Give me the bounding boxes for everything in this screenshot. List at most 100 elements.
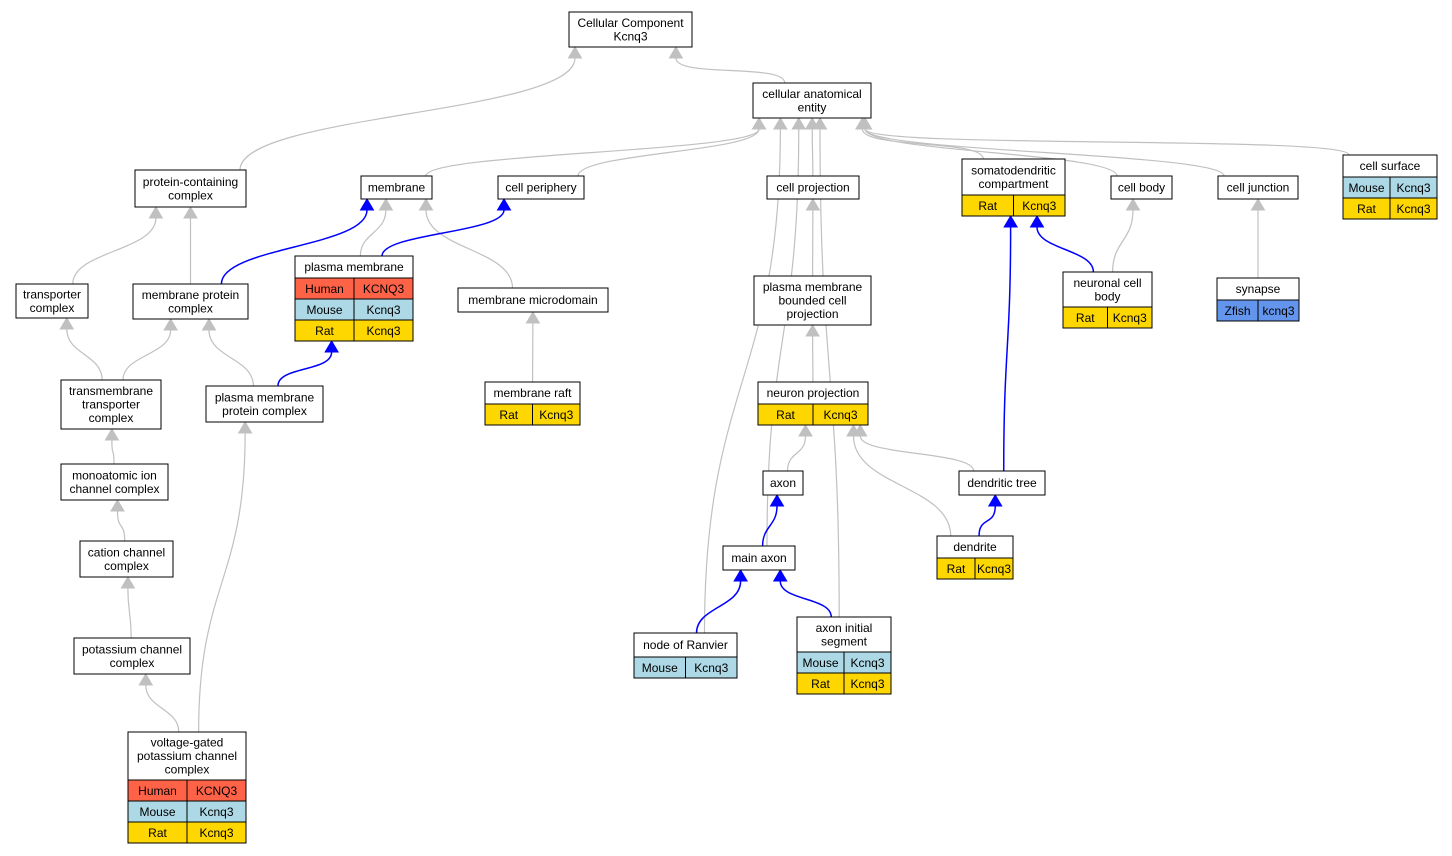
plasma-membrane-bounded-cell-projection-box xyxy=(753,275,872,326)
cell-junction-node: cell junction xyxy=(1217,175,1299,200)
node-label-line: transmembrane xyxy=(69,384,153,398)
species-label: Zfish xyxy=(1224,304,1250,318)
edge-node-of-ranvier-to-cellular-anatomical-entity xyxy=(703,128,781,634)
gene-label: Kcnq3 xyxy=(199,805,233,819)
arrowhead xyxy=(378,198,394,211)
species-label: Rat xyxy=(148,826,167,840)
arrowhead xyxy=(110,499,125,512)
node-of-ranvier-box xyxy=(633,632,738,658)
edge-protein-containing-complex-to-cellular-component xyxy=(239,57,576,171)
gene-label: Kcnq3 xyxy=(694,661,728,675)
edge-transmembrane-transporter-complex-to-transporter-complex xyxy=(66,328,103,381)
species-label: Mouse xyxy=(1348,181,1384,195)
membrane-microdomain-node: membrane microdomain xyxy=(457,287,609,313)
edge-monoatomic-ion-channel-complex-to-transmembrane-transporter-complex xyxy=(111,439,115,465)
node-label-line: plasma membrane xyxy=(215,390,315,404)
arrowhead xyxy=(237,421,253,434)
arrowhead xyxy=(791,117,807,130)
axon-box xyxy=(762,470,804,496)
species-label: Human xyxy=(305,282,344,296)
species-label: Rat xyxy=(776,408,795,422)
gene-cell xyxy=(1013,194,1066,217)
node-label-line: dendritic tree xyxy=(967,476,1037,490)
gene-label: Kcnq3 xyxy=(1113,311,1147,325)
edge-cell-projection-to-cellular-anatomical-entity xyxy=(811,128,814,177)
edge-node-of-ranvier-to-main-axon xyxy=(695,580,742,634)
node-label-line: membrane microdomain xyxy=(468,293,597,307)
node-label-line: complex xyxy=(110,656,155,670)
gene-label: Kcnq3 xyxy=(1022,199,1056,213)
arrowhead xyxy=(751,117,767,130)
edge-cell-periphery-to-cellular-anatomical-entity xyxy=(577,128,760,177)
species-label: Mouse xyxy=(306,303,342,317)
arrowhead xyxy=(1250,198,1266,211)
arrowhead xyxy=(359,198,375,211)
gene-label: kcnq3 xyxy=(1262,304,1294,318)
arrowhead xyxy=(567,46,583,59)
cell-periphery-box xyxy=(497,175,585,200)
membrane-protein-complex-box xyxy=(132,283,249,320)
gene-cell xyxy=(685,656,738,679)
cation-channel-complex-box xyxy=(79,540,174,578)
arrowhead xyxy=(668,46,684,59)
node-label-line: channel complex xyxy=(69,482,159,496)
species-label: Mouse xyxy=(642,661,678,675)
node-label-line: Kcnq3 xyxy=(613,29,647,43)
node-label-line: compartment xyxy=(978,177,1049,191)
node-label-line: potassium channel xyxy=(137,749,237,763)
gene-label: Kcnq3 xyxy=(539,408,573,422)
main-axon-box xyxy=(722,545,796,571)
gene-cell xyxy=(353,319,414,342)
gene-label: Kcnq3 xyxy=(823,408,857,422)
edge-main-axon-to-axon xyxy=(761,505,778,547)
node-label-line: axon initial xyxy=(816,621,873,635)
gene-label: Kcnq3 xyxy=(199,826,233,840)
node-label-line: entity xyxy=(798,100,827,114)
edge-cellular-anatomical-entity-to-cellular-component xyxy=(675,57,786,84)
species-label: Human xyxy=(138,784,177,798)
arrowhead xyxy=(846,424,861,437)
gene-cell xyxy=(1107,306,1153,329)
arrowhead xyxy=(1029,215,1045,228)
node-label-line: neuron projection xyxy=(767,386,860,400)
arrowhead xyxy=(120,576,136,589)
edge-transmembrane-transporter-complex-to-membrane-protein-complex xyxy=(122,329,172,381)
node-label-line: segment xyxy=(821,634,868,648)
node-label-line: node of Ranvier xyxy=(643,638,728,652)
cell-junction-box xyxy=(1217,175,1299,200)
arrowhead xyxy=(525,311,541,324)
node-label-line: complex xyxy=(168,188,213,202)
gene-cell xyxy=(974,557,1014,580)
edge-cell-body-to-cellular-anatomical-entity xyxy=(864,128,1118,177)
arrowhead xyxy=(496,198,512,211)
edge-plasma-membrane-to-membrane xyxy=(359,209,387,257)
gene-label: Kcnq3 xyxy=(366,303,400,317)
gene-cell xyxy=(1257,299,1300,322)
species-label: Mouse xyxy=(139,805,175,819)
gene-label: Kcnq3 xyxy=(850,677,884,691)
edge-dendrite-to-neuron-projection xyxy=(852,435,952,537)
arrowhead xyxy=(857,117,873,130)
species-label: Rat xyxy=(978,199,997,213)
node-label-line: plasma membrane xyxy=(304,260,404,274)
edge-dendrite-to-dendritic-tree xyxy=(978,505,996,537)
node-label-line: neuronal cell xyxy=(1073,276,1141,290)
gene-cell xyxy=(843,672,892,695)
node-label-line: complex xyxy=(104,559,149,573)
arrowhead xyxy=(104,428,120,441)
cellular-component-box xyxy=(568,11,693,48)
edge-plasma-membrane-protein-complex-to-membrane-protein-complex xyxy=(208,329,254,387)
